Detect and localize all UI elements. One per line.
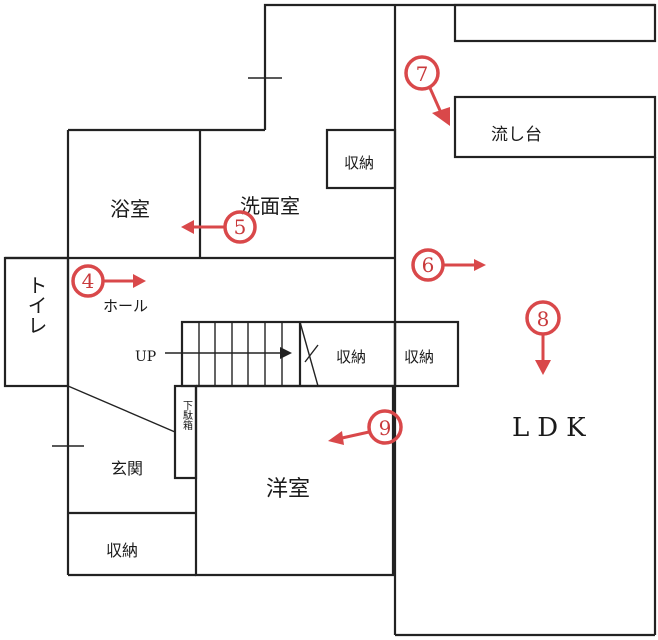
walls [3, 3, 657, 637]
label-ldk: LDK [512, 413, 594, 443]
label-entrance: 玄関 [111, 459, 143, 478]
arrow-down-right-icon [432, 107, 450, 126]
svg-text:4: 4 [82, 269, 95, 293]
kitchen-counter-upper [453, 3, 657, 43]
arrow-down-icon [535, 360, 551, 375]
photo-markers: 4 5 6 7 8 9 [71, 55, 561, 445]
stairs-arrow-icon [280, 347, 292, 359]
label-storage-entrance: 収納 [106, 541, 138, 560]
storage-ldk-box [393, 320, 460, 388]
label-toilet: トイレ [24, 275, 48, 335]
stair-treads [165, 321, 319, 387]
room-labels: 浴室 洗面室 収納 ホール トイレ UP 収納 収納 下駄箱 玄関 洋室 収納 … [24, 125, 594, 560]
label-hall: ホール [103, 297, 148, 315]
arrow-left-icon [181, 220, 194, 234]
arrow-left-icon [328, 431, 344, 445]
label-western-room: 洋室 [266, 477, 310, 502]
label-storage-ldk: 収納 [404, 348, 434, 366]
label-storage-stairs: 収納 [336, 348, 366, 366]
arrow-right-icon [474, 259, 486, 271]
label-up: UP [135, 349, 156, 365]
label-sink: 流し台 [491, 125, 542, 145]
arrow-right-icon [133, 274, 146, 288]
label-bathroom: 浴室 [110, 197, 150, 221]
marker-8: 8 [525, 300, 561, 375]
svg-text:8: 8 [537, 307, 550, 331]
svg-text:6: 6 [422, 253, 435, 277]
label-storage-wash: 収納 [344, 154, 374, 172]
sink-counter [453, 95, 657, 159]
storage-wash-box [325, 128, 397, 190]
svg-text:9: 9 [379, 416, 392, 440]
label-shoe-cabinet: 下駄箱 [181, 400, 193, 431]
marker-7: 7 [404, 55, 450, 126]
marker-9: 9 [328, 409, 403, 445]
marker-4: 4 [71, 264, 146, 298]
svg-text:5: 5 [234, 215, 247, 239]
marker-6: 6 [411, 248, 486, 282]
svg-text:7: 7 [416, 62, 429, 86]
marker-5: 5 [181, 210, 257, 244]
